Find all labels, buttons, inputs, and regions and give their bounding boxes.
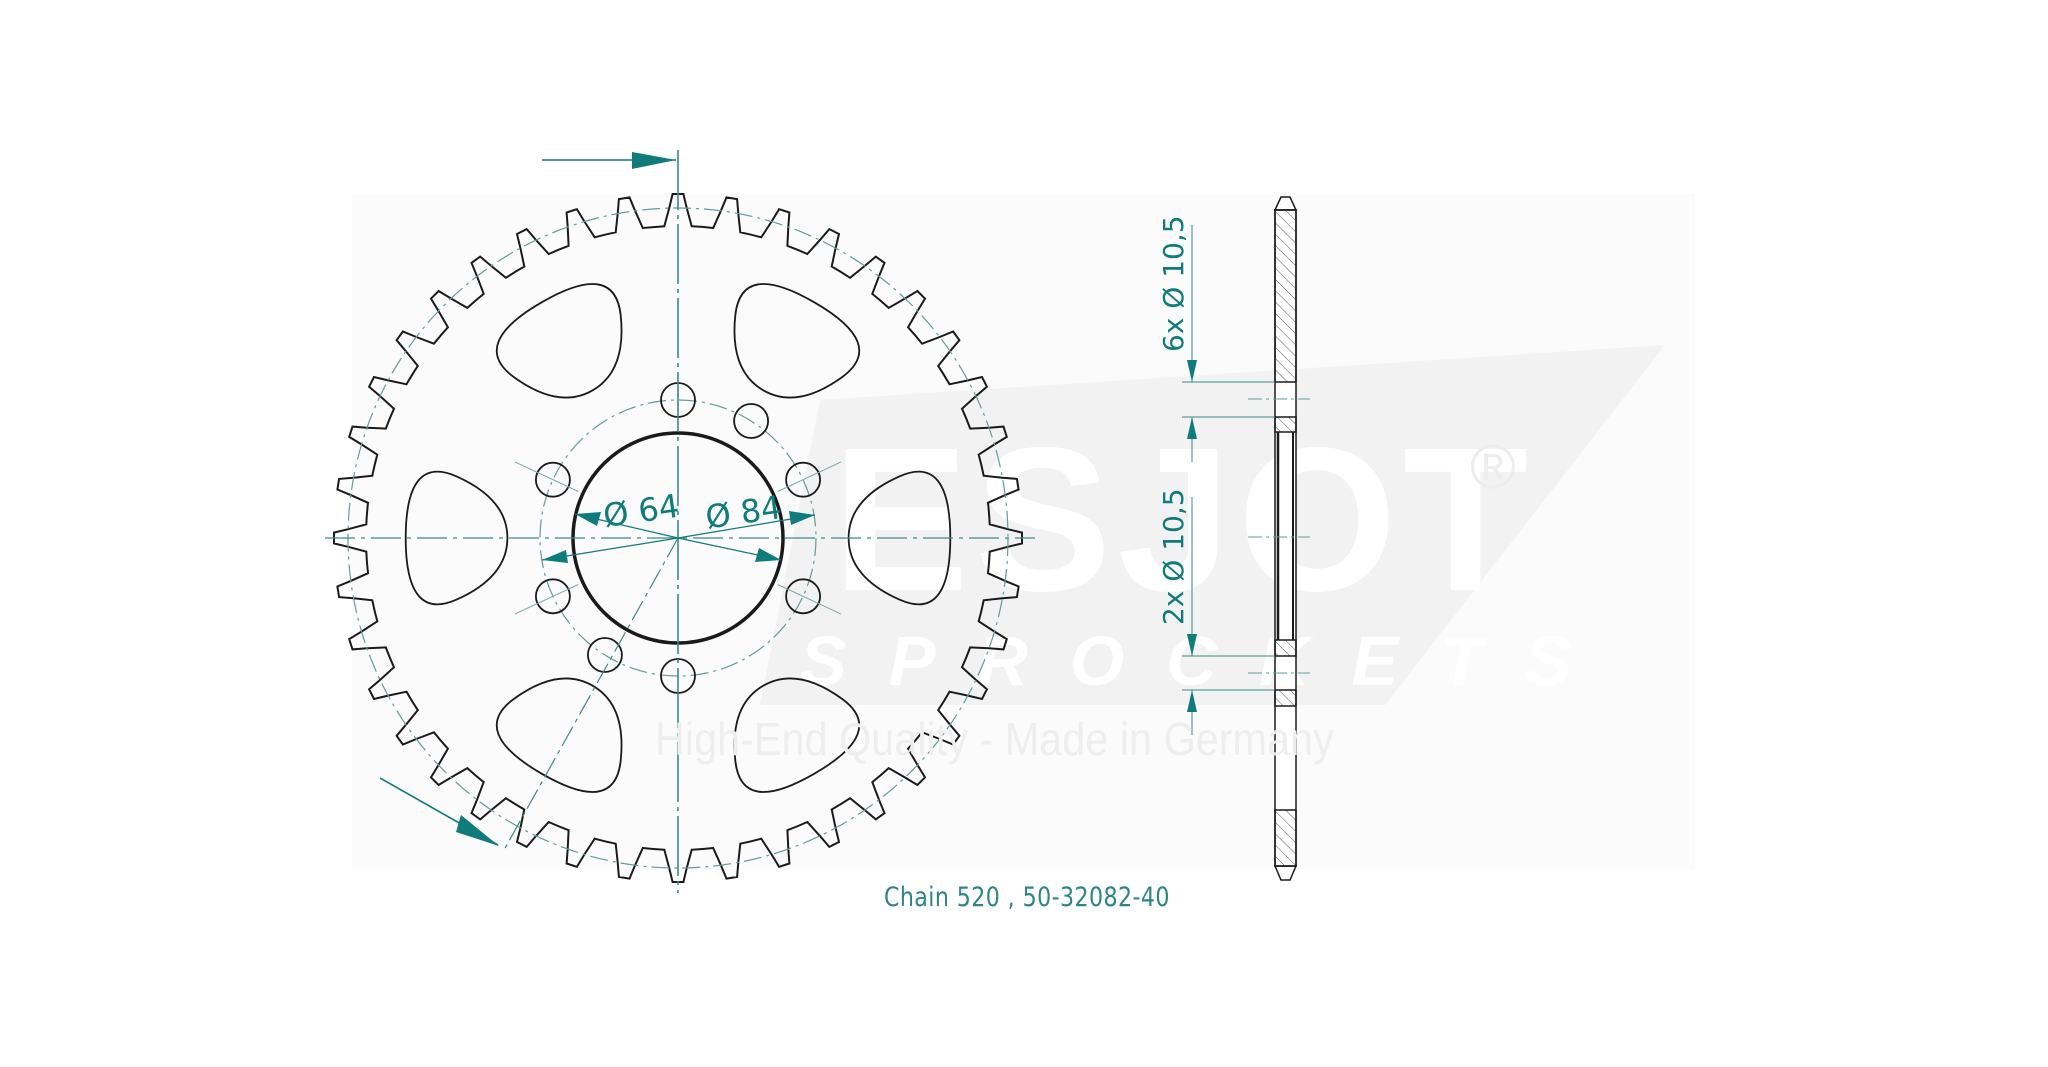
sprocket-side-view: 6x Ø 10,5 2x Ø 10,5	[1157, 196, 1310, 881]
watermark-tagline: High-End Quality - Made in Germany	[655, 713, 1334, 765]
section-hatch-b	[1274, 639, 1297, 657]
section-hatch-top	[1274, 209, 1297, 383]
bolt-hole	[587, 637, 623, 673]
two-hole-dim-label: 2x Ø 10,5	[1157, 488, 1190, 625]
watermark-logo: ESJOT ® SPROCKETS	[760, 345, 1665, 705]
part-caption: Chain 520 , 50-32082-40	[884, 882, 1170, 913]
lightening-windows	[404, 283, 952, 793]
bolt-hole	[785, 578, 821, 615]
lightening-window	[495, 677, 623, 793]
lightening-window	[404, 470, 509, 606]
watermark-subtitle: SPROCKETS	[800, 622, 1614, 700]
watermark-brand: ESJOT	[832, 405, 1534, 634]
watermark-registered: ®	[1470, 433, 1516, 502]
bolt-hole	[785, 461, 821, 498]
bolt-hole	[535, 578, 571, 615]
bolt-circle	[539, 399, 817, 677]
diagonal-centerline	[503, 537, 679, 851]
tooth-indicator-bottom-arrow	[456, 815, 499, 846]
bolt-hole	[733, 403, 769, 439]
lightening-window	[733, 677, 861, 793]
tooth-indicator-top-arrow	[632, 152, 676, 169]
section-hatch-a	[1274, 416, 1297, 433]
lightening-window	[733, 283, 861, 399]
section-hatch-bottom	[1274, 809, 1297, 867]
section-hatch-c	[1274, 689, 1297, 707]
lightening-window	[495, 283, 623, 399]
six-hole-dim-label: 6x Ø 10,5	[1157, 215, 1190, 352]
sprocket-teeth-outline	[333, 193, 1023, 883]
bolt-hole	[535, 461, 571, 498]
